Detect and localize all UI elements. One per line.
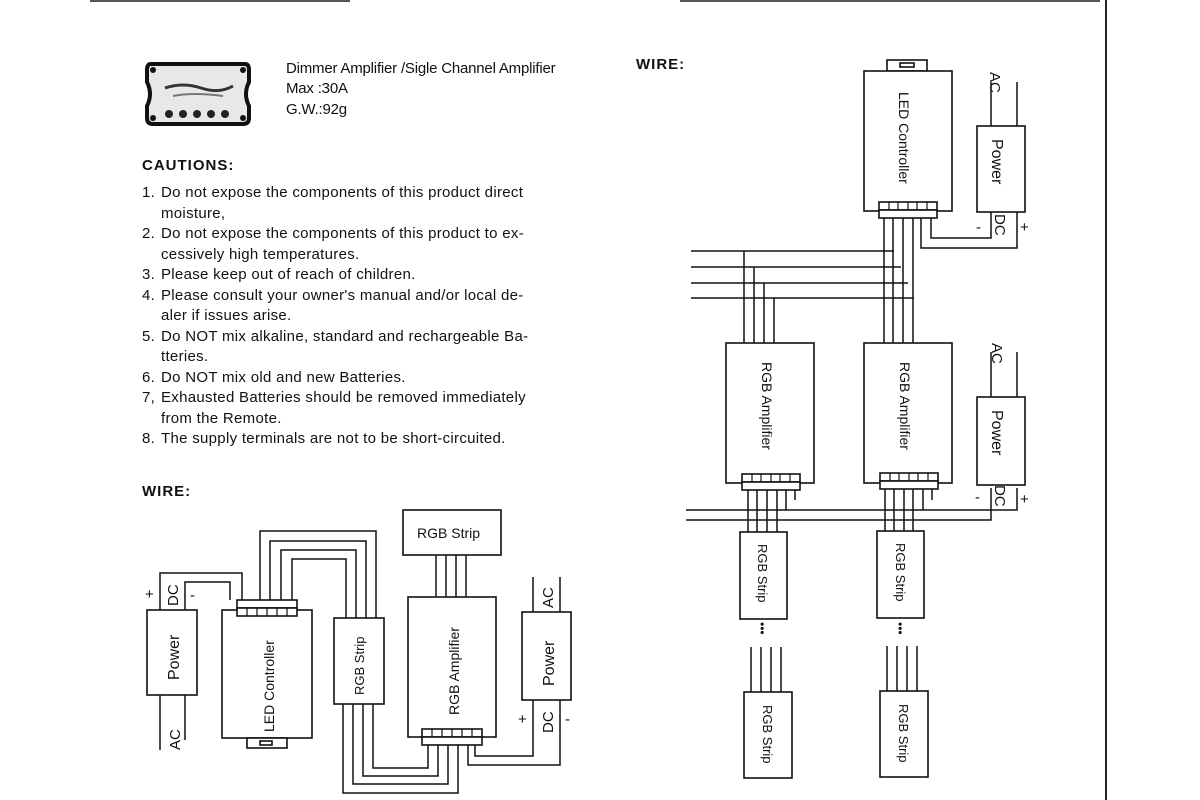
caution-text: The supply terminals are not to be short… [161, 429, 592, 450]
caution-text: Do not expose the components of this pro… [161, 183, 592, 224]
rgb-strip-label: RGB Strip [755, 544, 770, 603]
caution-text: Please keep out of reach of children. [161, 265, 592, 286]
ac-label: AC [540, 587, 557, 608]
dc-label: DC [165, 584, 182, 606]
caution-number: 1. [142, 184, 156, 201]
caution-item: 6. Do NOT mix old and new Batteries. [142, 368, 592, 389]
caution-line: Do not expose the components of this pro… [161, 225, 525, 242]
dc-label: DC [991, 485, 1008, 507]
caution-text: Please consult your owner's manual and/o… [161, 286, 592, 327]
plus-sign: + [1020, 491, 1029, 508]
right-wiring-diagram: LED Controller Power A [686, 59, 1029, 779]
caution-number: 4. [142, 286, 156, 304]
caution-item: 4. Please consult your owner's manual and… [142, 286, 592, 327]
caution-line: Please consult your owner's manual and/o… [161, 286, 524, 304]
caution-line: The supply terminals are not to be short… [161, 430, 506, 447]
minus-sign: - [565, 711, 570, 728]
power-supply-mid-right: Power AC DC + - [975, 343, 1029, 508]
caution-number: 5. [142, 327, 156, 345]
ac-label: AC [167, 729, 184, 750]
minus-sign: - [975, 489, 980, 506]
rgb-strip-label: RGB Strip [893, 543, 908, 602]
caution-line: Do NOT mix old and new Batteries. [161, 368, 406, 386]
plus-sign: + [518, 711, 527, 728]
rgb-strip-label: RGB Strip [760, 705, 775, 764]
rgb-strip-label: RGB Strip [896, 704, 911, 763]
page-edge-top-right [680, 0, 1100, 2]
page-edge-right [1105, 0, 1107, 800]
rgb-amplifier-label: RGB Amplifier [897, 362, 913, 450]
amplifier-device-photo [145, 62, 251, 126]
product-weight: G.W.:92g [286, 101, 347, 118]
caution-item: 1. Do not expose the components of this p… [142, 183, 592, 224]
caution-text: Do NOT mix old and new Batteries. [161, 368, 592, 389]
caution-line: aler if issues arise. [161, 307, 292, 324]
rgb-amplifier-label: RGB Amplifier [759, 362, 775, 450]
dc-label: DC [991, 214, 1008, 236]
page-edge-top-left [90, 0, 350, 2]
power-supply-top-right: Power AC DC + - [976, 72, 1029, 236]
dc-label: DC [540, 711, 557, 733]
caution-line: from the Remote. [161, 409, 282, 427]
rgb-amplifier-1: RGB Amplifier [725, 342, 815, 532]
power-label: Power [541, 640, 558, 686]
caution-item: 5. Do NOT mix alkaline, standard and rech… [142, 327, 592, 368]
caution-number: 3. [142, 266, 156, 283]
caution-line: Exhausted Batteries should be removed im… [161, 389, 526, 406]
ellipsis: ••• [893, 622, 907, 635]
rgb-strip-2a: RGB Strip [876, 530, 925, 619]
caution-text: Exhausted Batteries should be removed im… [161, 388, 592, 429]
plus-sign: + [145, 586, 154, 603]
rgb-amplifier-left: RGB Amplifier [407, 596, 561, 766]
caution-item: 3. Please keep out of reach of children. [142, 265, 592, 286]
caution-item: 8. The supply terminals are not to be sho… [142, 429, 592, 450]
rgb-strip-side: RGB Strip [333, 617, 459, 794]
rgb-strip-2b: RGB Strip [879, 690, 929, 778]
product-title: Dimmer Amplifier /Sigle Channel Amplifie… [286, 60, 556, 77]
rgb-strip-top-label: RGB Strip [417, 525, 480, 541]
caution-number: 2. [142, 225, 156, 242]
ac-label: AC [988, 343, 1005, 364]
rgb-amplifier-label: RGB Amplifier [446, 627, 462, 715]
minus-sign: - [976, 219, 981, 236]
caution-line: cessively high temperatures. [161, 245, 360, 263]
rgb-strip-1b: RGB Strip [743, 691, 793, 779]
led-controller-label: LED Controller [261, 640, 277, 732]
caution-item: 2. Do not expose the components of this p… [142, 224, 592, 265]
ellipsis: ••• [755, 622, 769, 635]
led-controller-right: LED Controller [691, 59, 1018, 343]
wire-heading-left: WIRE: [142, 483, 192, 500]
caution-text: Do not expose the components of this pro… [161, 224, 592, 265]
caution-line: moisture, [161, 204, 226, 222]
caution-line: Do NOT mix alkaline, standard and rechar… [161, 327, 529, 345]
cautions-heading: CAUTIONS: [142, 157, 235, 174]
rgb-strip-side-label: RGB Strip [352, 636, 367, 695]
product-max-current: Max :30A [286, 80, 348, 97]
power-label: Power [988, 139, 1005, 185]
power-supply-left: Power DC + - AC [145, 572, 243, 750]
rgb-strip-1a: RGB Strip [739, 531, 788, 620]
plus-sign: + [1020, 219, 1029, 236]
caution-item: 7, Exhausted Batteries should be removed … [142, 388, 592, 429]
caution-line: Do not expose the components of this pro… [161, 184, 524, 201]
rgb-strip-top: RGB Strip [402, 509, 502, 597]
minus-sign: - [190, 587, 195, 604]
wire-heading-right: WIRE: [636, 56, 686, 73]
power-label: Power [166, 634, 183, 680]
caution-number: 8. [142, 430, 156, 447]
cautions-list: 1. Do not expose the components of this p… [142, 183, 592, 450]
left-wiring-diagram: Power DC + - AC LED Controller [145, 509, 572, 794]
caution-text: Do NOT mix alkaline, standard and rechar… [161, 327, 592, 368]
caution-number: 6. [142, 368, 156, 386]
led-controller-left: LED Controller [221, 530, 377, 749]
caution-number: 7, [142, 389, 156, 406]
power-supply-right: Power AC DC + - [518, 577, 572, 733]
power-label: Power [988, 410, 1005, 456]
rgb-amplifier-2: RGB Amplifier [863, 342, 953, 532]
caution-line: Please keep out of reach of children. [161, 266, 416, 283]
caution-line: tteries. [161, 348, 209, 365]
led-controller-label: LED Controller [896, 92, 912, 184]
ac-label: AC [986, 72, 1003, 93]
